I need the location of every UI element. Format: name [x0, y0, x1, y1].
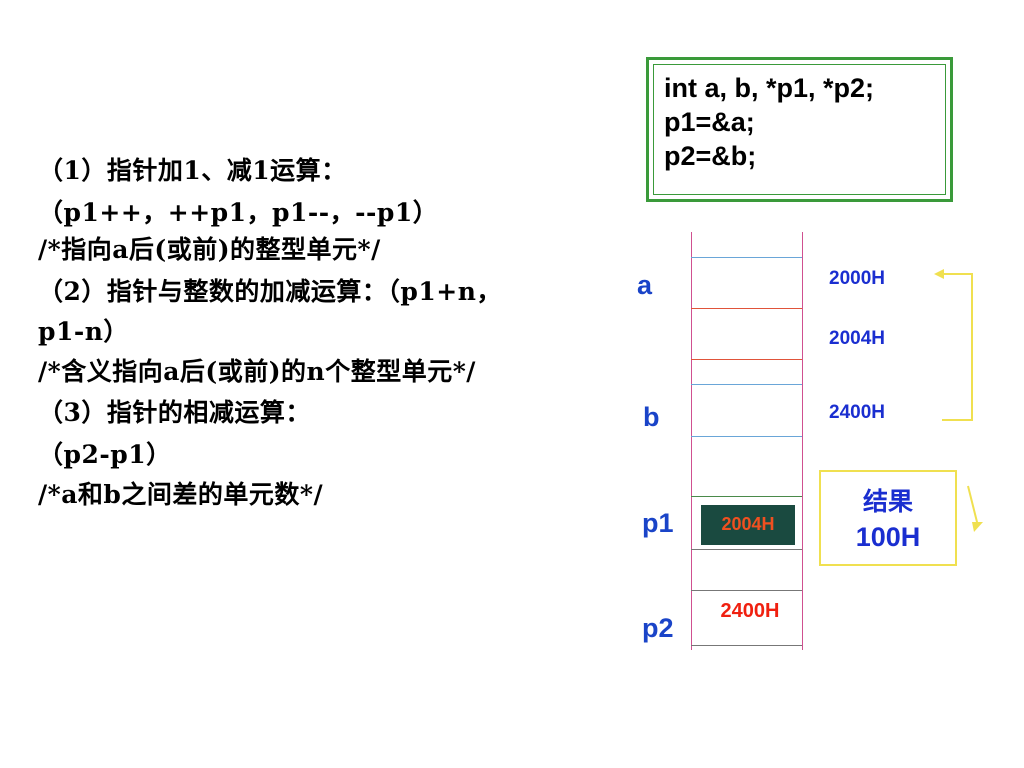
note-line-7: （3）指针的相减运算： [38, 398, 311, 427]
variable-label-p1: p1 [642, 508, 674, 538]
bracket-line [942, 273, 973, 421]
memory-column-right-edge [802, 232, 803, 650]
note-line-4: （2）指针与整数的加减运算：（p1+n， [38, 277, 502, 306]
difference-bracket-arrows [934, 269, 983, 532]
variable-label-b: b [643, 402, 660, 432]
memory-cell-divider [691, 549, 802, 550]
memory-column-left-edge [691, 232, 692, 650]
code-box: int a, b, *p1, *p2; p1=&a; p2=&b; [646, 57, 953, 202]
note-line-9: /*a和b之间差的单元数*/ [38, 480, 324, 509]
note-line-5: p1-n） [38, 317, 129, 346]
result-label: 结果 [862, 487, 913, 516]
address-2004h: 2004H [829, 328, 885, 349]
variable-label-a: a [637, 270, 653, 300]
code-line-declaration: int a, b, *p1, *p2; [664, 73, 875, 103]
p1-value-cell: 2004H [701, 505, 795, 545]
result-arrowhead-icon [972, 522, 983, 532]
variable-label-p2: p2 [642, 613, 674, 643]
note-line-3: /*指向a后(或前)的整型单元*/ [38, 235, 381, 264]
bracket-arrowhead-icon [934, 269, 944, 279]
p2-value: 2400H [720, 600, 780, 622]
memory-cell-divider [691, 308, 802, 309]
note-line-8: （p2-p1） [38, 440, 172, 469]
note-line-2: （p1++，++p1，p1--，--p1） [38, 198, 439, 227]
code-line-p2-assign: p2=&b; [664, 141, 757, 171]
address-2400h: 2400H [829, 402, 885, 423]
code-box-inner-border [653, 64, 946, 195]
note-line-1: （1）指针加1、减1运算： [38, 156, 347, 185]
result-value: 100H [855, 522, 921, 552]
code-line-p1-assign: p1=&a; [664, 107, 755, 137]
p2-value-cell: 2400H [703, 597, 797, 627]
p1-value: 2004H [721, 514, 775, 534]
memory-cell-divider [691, 359, 802, 360]
address-2000h: 2000H [829, 268, 885, 289]
result-arrow-line [967, 485, 979, 527]
memory-cell-divider [691, 645, 802, 646]
memory-cell-divider [691, 436, 802, 437]
memory-cell-divider [691, 257, 802, 258]
memory-cell-divider [691, 384, 802, 385]
memory-cell-divider [691, 590, 802, 591]
note-line-6: /*含义指向a后(或前)的n个整型单元*/ [38, 357, 476, 386]
memory-cell-divider [691, 496, 802, 497]
result-box: 结果 100H [819, 470, 957, 566]
